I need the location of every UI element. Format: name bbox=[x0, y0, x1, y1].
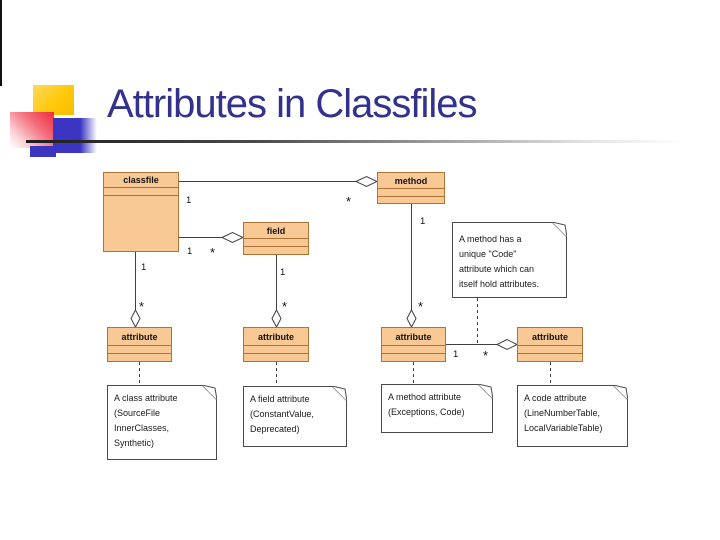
aggregation-diamond-attr4 bbox=[495, 338, 519, 351]
multiplicity-field-attribute-star: * bbox=[282, 299, 288, 314]
multiplicity-field-attribute-1: 1 bbox=[280, 267, 286, 278]
uml-note-class-attribute: A class attribute (SourceFile InnerClass… bbox=[107, 385, 217, 460]
aggregation-diamond-attr2 bbox=[271, 308, 282, 329]
note-line: LocalVariableTable) bbox=[524, 423, 603, 433]
note-line: (LineNumberTable, bbox=[524, 408, 601, 418]
uml-note-field-attribute: A field attribute (ConstantValue, Deprec… bbox=[243, 386, 347, 447]
logo-yellow-square bbox=[33, 85, 74, 115]
class-name-label: classfile bbox=[123, 175, 159, 185]
multiplicity-classfile-attribute-1: 1 bbox=[141, 262, 147, 273]
note-line: A class attribute bbox=[114, 393, 178, 403]
class-name-label: attribute bbox=[532, 331, 568, 342]
uml-class-method: method bbox=[377, 172, 445, 204]
class-name-label: attribute bbox=[121, 331, 158, 342]
operations-compartment bbox=[378, 196, 444, 203]
uml-note-method-code: A method has a unique "Code" attribute w… bbox=[452, 222, 567, 298]
operations-compartment bbox=[518, 353, 582, 361]
multiplicity-method-attribute-1: 1 bbox=[420, 216, 426, 227]
uml-class-attribute-of-class: attribute bbox=[107, 327, 172, 362]
class-name-label: attribute bbox=[258, 331, 294, 342]
attributes-compartment bbox=[378, 188, 444, 196]
uml-note-code-attribute: A code attribute (LineNumberTable, Local… bbox=[517, 385, 628, 447]
uml-class-classfile: classfile bbox=[103, 172, 179, 252]
attributes-compartment bbox=[244, 238, 308, 246]
multiplicity-classfile-method-star: * bbox=[346, 194, 352, 209]
operations-compartment bbox=[244, 353, 308, 361]
note-line: A code attribute bbox=[524, 393, 587, 403]
note-fold-icon bbox=[552, 222, 567, 237]
aggregation-diamond-attr3 bbox=[406, 308, 417, 329]
note-line: InnerClasses, bbox=[114, 423, 170, 433]
logo-blue-square bbox=[53, 118, 97, 153]
note-line: Synthetic) bbox=[114, 438, 155, 448]
uml-note-method-attribute: A method attribute (Exceptions, Code) bbox=[381, 384, 493, 433]
class-name-label: attribute bbox=[395, 331, 432, 342]
note-line: (SourceFile bbox=[114, 408, 161, 418]
uml-class-attribute-of-field: attribute bbox=[243, 327, 309, 362]
multiplicity-classfile-method-1: 1 bbox=[186, 195, 192, 206]
attributes-compartment bbox=[104, 187, 178, 195]
title-underline-rule bbox=[26, 140, 686, 143]
aggregation-diamond-field bbox=[220, 231, 245, 244]
note-line: A method attribute bbox=[388, 392, 462, 402]
uml-class-field: field bbox=[243, 222, 309, 255]
operations-compartment bbox=[104, 195, 178, 251]
attributes-compartment bbox=[382, 345, 445, 353]
note-line: A method has a bbox=[459, 234, 522, 244]
operations-compartment bbox=[244, 246, 308, 254]
multiplicity-classfile-field-1: 1 bbox=[187, 246, 193, 257]
multiplicity-attribute-attribute-1: 1 bbox=[453, 349, 459, 360]
slide-title: Attributes in Classfiles bbox=[107, 82, 477, 126]
note-line: A field attribute bbox=[250, 394, 310, 404]
attributes-compartment bbox=[108, 345, 171, 353]
note-fold-icon bbox=[478, 384, 493, 399]
attributes-compartment bbox=[518, 345, 582, 353]
note-fold-icon bbox=[613, 385, 628, 400]
multiplicity-classfile-field-star: * bbox=[210, 245, 216, 260]
multiplicity-attribute-attribute-star: * bbox=[483, 348, 489, 363]
aggregation-diamond-method bbox=[354, 175, 379, 188]
note-line: unique "Code" bbox=[459, 249, 517, 259]
operations-compartment bbox=[382, 353, 445, 361]
operations-compartment bbox=[108, 353, 171, 361]
note-fold-icon bbox=[202, 385, 217, 400]
note-line: Deprecated) bbox=[250, 424, 300, 434]
note-line: (Exceptions, Code) bbox=[388, 407, 465, 417]
logo-blue-small-square bbox=[30, 146, 56, 157]
note-line: attribute which can bbox=[459, 264, 535, 274]
class-name-label: method bbox=[394, 175, 428, 186]
uml-class-attribute-of-code: attribute bbox=[517, 327, 583, 362]
multiplicity-classfile-attribute-star: * bbox=[139, 299, 145, 314]
class-name-label: field bbox=[266, 225, 286, 236]
attributes-compartment bbox=[244, 345, 308, 353]
logo-vertical-line bbox=[0, 0, 2, 86]
uml-class-attribute-of-method: attribute bbox=[381, 327, 446, 362]
multiplicity-method-attribute-star: * bbox=[418, 299, 424, 314]
note-line: (ConstantValue, bbox=[250, 409, 314, 419]
note-line: itself hold attributes. bbox=[459, 279, 540, 289]
note-fold-icon bbox=[332, 386, 347, 401]
